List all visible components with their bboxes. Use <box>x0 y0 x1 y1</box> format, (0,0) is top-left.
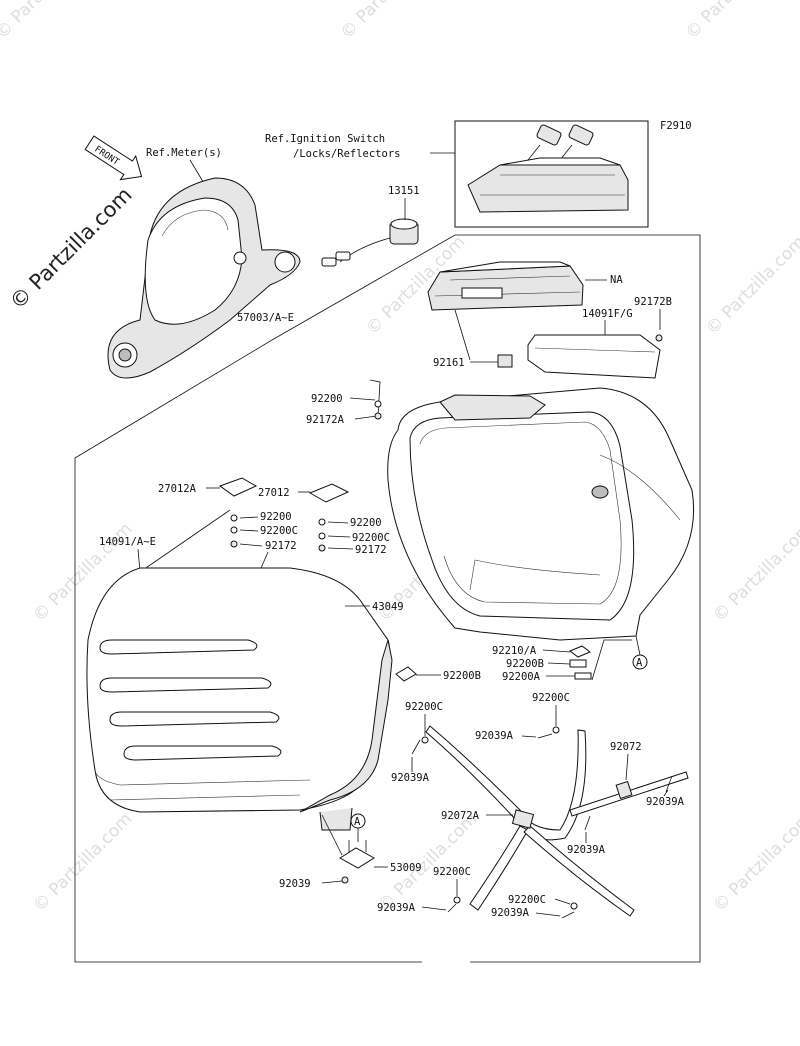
lid-ridges <box>99 639 282 761</box>
bolt-92039A-c <box>665 775 673 793</box>
label-14091AE: 14091/A~E <box>99 536 156 548</box>
callout-a-bottom-label: A <box>354 816 361 828</box>
label-92200B-b: 92200B <box>443 670 481 682</box>
washer-92200 <box>374 400 382 408</box>
label-92210A: 92210/A <box>492 645 537 657</box>
label-92161: 92161 <box>433 357 465 369</box>
cover-14091FG <box>527 334 661 379</box>
plate-92200B-a <box>569 659 587 668</box>
washer-92200C-a <box>421 736 429 744</box>
ignition-switch-unit-ref <box>467 157 629 213</box>
washer-92200C-c <box>453 896 461 904</box>
label-92039A-f: 92039A <box>491 907 530 919</box>
label-92200C-l: 92200C <box>260 525 298 537</box>
saddlebag-body <box>387 387 695 641</box>
label-92039A-d: 92039A <box>567 844 606 856</box>
label-92200-top: 92200 <box>311 393 343 405</box>
screw-92039 <box>341 876 349 884</box>
watermark-tile: © Partzilla.com <box>337 0 444 43</box>
bolt-92039A-a <box>411 739 421 755</box>
label-92039A-a: 92039A <box>391 772 430 784</box>
screw-92172-r <box>318 544 326 552</box>
washer-92200C-l <box>230 526 238 534</box>
screw-92172A <box>374 412 382 420</box>
label-92039: 92039 <box>279 878 311 890</box>
bolt-92039A-b <box>537 733 553 739</box>
bolt-92039A-d <box>584 815 591 831</box>
label-92200C-c: 92200C <box>433 866 471 878</box>
label-92172A: 92172A <box>306 414 345 426</box>
part-92161 <box>497 354 513 368</box>
label-14091FG: 14091F/G <box>582 308 633 320</box>
label-43049: 43049 <box>372 601 404 613</box>
strap-92072A <box>425 725 635 917</box>
label-92172B: 92172B <box>634 296 672 308</box>
label-ref-ignition-2: /Locks/Reflectors <box>293 148 400 160</box>
callout-a-top-label: A <box>636 657 643 669</box>
label-92172-l: 92172 <box>265 540 297 552</box>
label-92039A-b: 92039A <box>475 730 514 742</box>
bracket-92210A <box>569 645 591 658</box>
label-27012A: 27012A <box>158 483 197 495</box>
screw-92172B <box>655 334 663 342</box>
washer-92200C-b <box>552 726 560 734</box>
watermark-tile: © Partzilla.com <box>702 232 800 339</box>
label-53009: 53009 <box>390 862 422 874</box>
label-92200-r: 92200 <box>350 517 382 529</box>
watermark-tile: © Partzilla.com <box>709 809 800 916</box>
bolt-92039A-f <box>561 911 575 919</box>
watermark-tile: © Partzilla.com <box>682 0 789 43</box>
label-NA: NA <box>610 274 623 286</box>
label-92200C-a: 92200C <box>405 701 443 713</box>
plate-92200B <box>395 666 417 682</box>
figure-code: F2910 <box>660 120 692 132</box>
label-92200C-b: 92200C <box>532 692 570 704</box>
watermark-main: © Partzilla.com <box>5 183 137 315</box>
front-arrow-icon: FRONT <box>84 135 143 181</box>
label-13151: 13151 <box>388 185 420 197</box>
power-socket-13151 <box>321 218 419 267</box>
label-ref-ignition-1: Ref.Ignition Switch <box>265 133 385 145</box>
label-92200A: 92200A <box>502 671 541 683</box>
ignition-unit-NA <box>427 261 584 311</box>
plate-27012 <box>308 483 350 503</box>
screw-92172-l <box>230 540 238 548</box>
label-92200-l: 92200 <box>260 511 292 523</box>
label-92039A-c: 92039A <box>646 796 685 808</box>
plate-92200A <box>574 672 592 680</box>
label-92200C-d: 92200C <box>508 894 546 906</box>
saddlebag-lid <box>86 567 393 831</box>
washer-92200-l <box>230 514 238 522</box>
label-92072A: 92072A <box>441 810 480 822</box>
label-92072: 92072 <box>610 741 642 753</box>
label-92039A-e: 92039A <box>377 902 416 914</box>
plate-27012A <box>218 477 258 497</box>
washer-92200C-r <box>318 532 326 540</box>
washer-92200-r <box>318 518 326 526</box>
washer-92200C-d <box>570 902 578 910</box>
strap-92072 <box>569 771 689 817</box>
watermark-tile: © Partzilla.com <box>29 809 136 916</box>
meter-assembly <box>107 177 301 379</box>
assembly-frame <box>74 234 701 963</box>
label-57003AE: 57003/A~E <box>237 312 294 324</box>
watermark-tile: © Partzilla.com <box>0 0 99 43</box>
bolt-92039A-e <box>447 903 457 913</box>
label-ref-meters: Ref.Meter(s) <box>146 147 222 159</box>
watermark-tile: © Partzilla.com <box>709 519 800 626</box>
label-92200B-a: 92200B <box>506 658 544 670</box>
label-27012: 27012 <box>258 487 290 499</box>
label-92200C-r: 92200C <box>352 532 390 544</box>
label-92172-r: 92172 <box>355 544 387 556</box>
bracket-53009 <box>339 840 375 869</box>
